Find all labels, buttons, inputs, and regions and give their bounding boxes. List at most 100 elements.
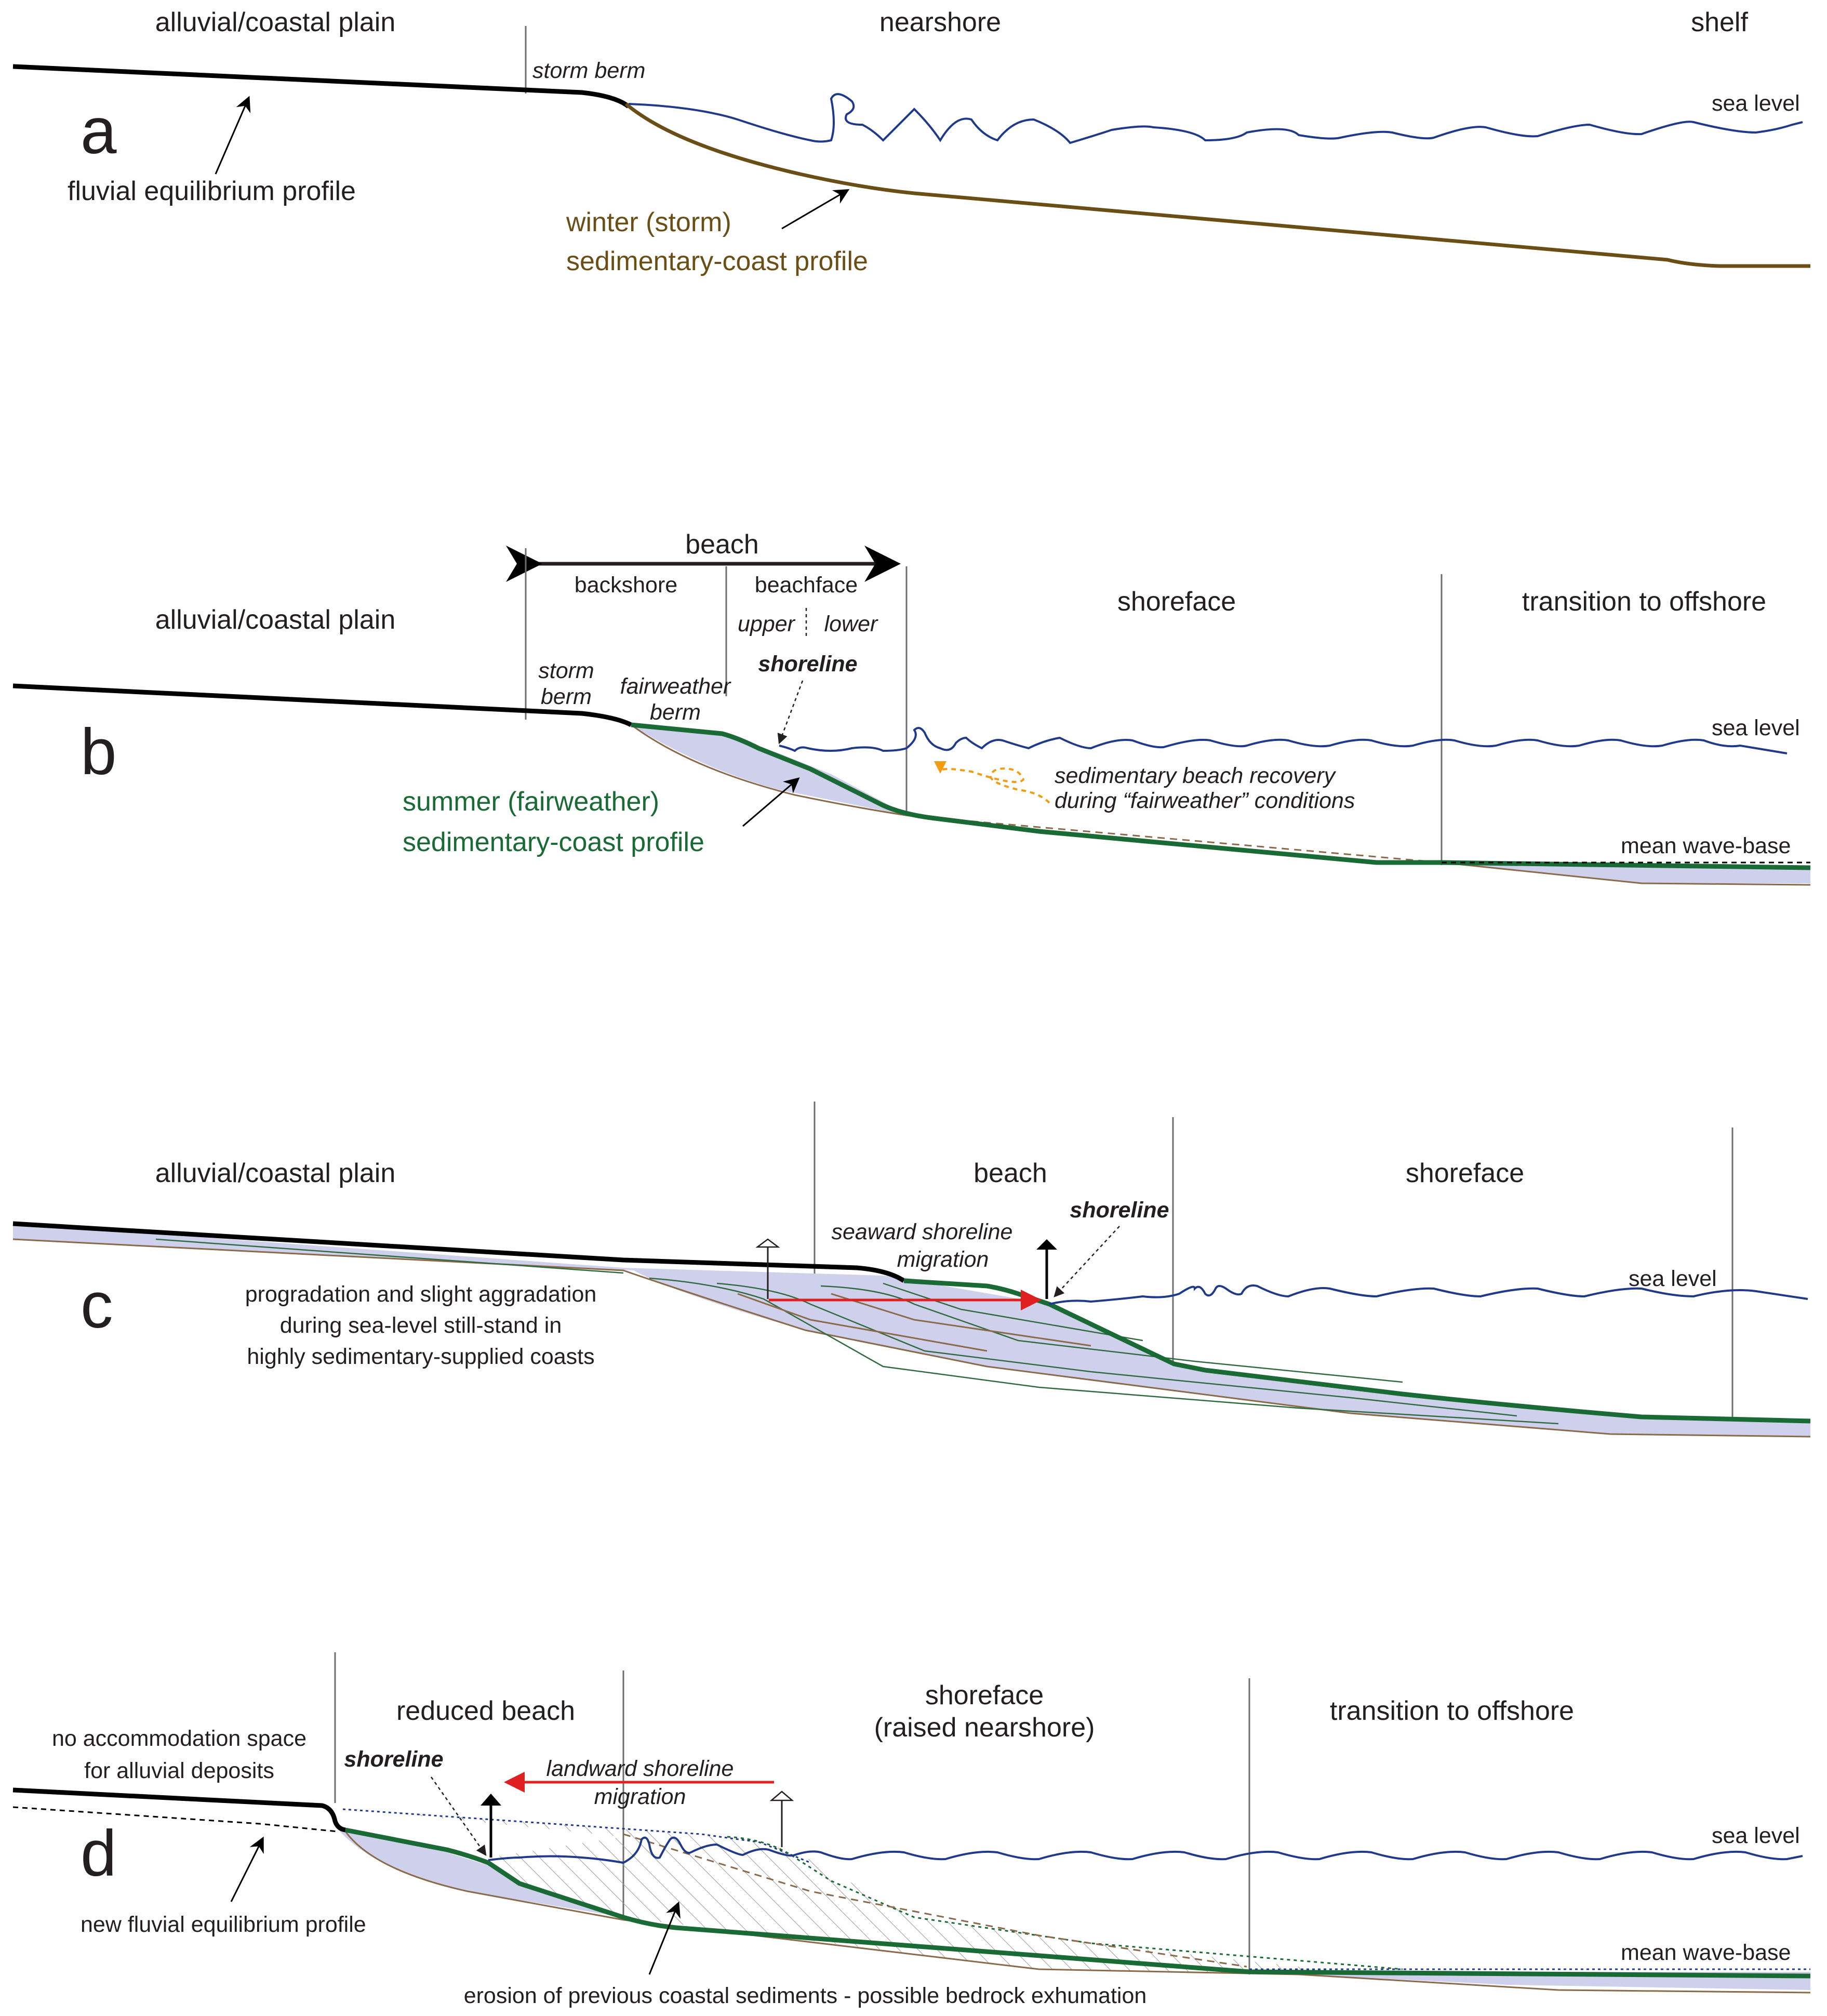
panel-letter: a: [81, 95, 117, 167]
beachface-label: beachface: [755, 573, 858, 598]
mean-wave-base-label: mean wave-base: [1621, 1940, 1791, 1965]
no-accommodation-label: for alluvial deposits: [84, 1758, 274, 1783]
migration-label: seaward shoreline: [832, 1219, 1013, 1244]
zone-label: transition to offshore: [1522, 587, 1766, 617]
fairweather-sediment-wedge: [631, 725, 909, 816]
progradation-note: highly sedimentary-supplied coasts: [247, 1344, 594, 1369]
sea-level-line: [1049, 1284, 1808, 1305]
backshore-label: backshore: [575, 573, 677, 598]
zone-label: shoreface: [1406, 1158, 1524, 1188]
mean-wave-base-label: mean wave-base: [1621, 833, 1791, 858]
remaining-sediment-wedge: [338, 1829, 623, 1917]
summer-profile-label: sedimentary-coast profile: [403, 827, 704, 857]
old-storm-profile-line: [623, 1833, 1247, 1968]
coastal-plain-line: [12, 1221, 905, 1283]
prograded-sediment-body: [13, 1224, 1810, 1437]
zone-label: transition to offshore: [1330, 1696, 1574, 1726]
panel-d: d reduced beach shoreface (raised nearsh…: [12, 1652, 1811, 2008]
panel-letter: b: [81, 716, 117, 788]
upper-label: upper: [738, 612, 796, 636]
clinoform-line: [716, 1282, 1517, 1417]
storm-profile-line: [1441, 861, 1811, 886]
fairweather-berm-label: fairweather: [620, 674, 731, 699]
zone-label: reduced beach: [396, 1696, 575, 1726]
sea-level-label: sea level: [1712, 91, 1800, 116]
coastal-plain-line: [12, 1787, 346, 1833]
zone-label: alluvial/coastal plain: [155, 605, 396, 635]
sea-level-line: [628, 93, 1803, 144]
fairweather-profile-line: [631, 722, 1811, 870]
new-fluvial-profile-arrow: [230, 1836, 264, 1902]
beach-recovery-arrow: [934, 761, 1050, 804]
zone-label: shoreface: [1117, 587, 1236, 617]
zone-label: shoreface: [925, 1680, 1044, 1710]
clinoform-line: [831, 1293, 1091, 1347]
zone-label: beach: [973, 1158, 1047, 1188]
new-fluvial-profile-line: [12, 1806, 338, 1833]
sea-level-line: [488, 1836, 1803, 1864]
old-profile-line: [344, 1831, 1811, 1994]
shoreline-leader: [1053, 1226, 1120, 1297]
new-shoreline-marker-head: [481, 1794, 501, 1806]
storm-profile-line: [624, 102, 1810, 268]
beach-recovery-label: sedimentary beach recovery: [1055, 763, 1337, 788]
panel-letter: d: [81, 1818, 117, 1890]
old-shoreline-marker-head: [755, 1238, 780, 1248]
zone-label: shelf: [1691, 7, 1748, 37]
storm-berm-label: storm: [538, 658, 594, 683]
shoreline-label: shoreline: [758, 652, 857, 677]
panel-c: c alluvial/coastal plain beach shoreface…: [12, 1102, 1811, 1438]
migration-label: migration: [897, 1247, 989, 1272]
sea-level-line: [779, 727, 1788, 754]
clinoform-line: [820, 1285, 1403, 1383]
erosion-label: erosion of previous coastal sediments - …: [464, 1983, 1147, 2008]
coastal-plain-line: [12, 683, 633, 727]
fluvial-profile-arrow: [215, 96, 251, 175]
shoreline-label: shoreline: [344, 1747, 443, 1772]
old-shoreline-marker-head: [769, 1790, 794, 1801]
panel-a: a alluvial/coastal plain nearshore shelf…: [12, 7, 1810, 276]
clinoform-line: [737, 1293, 988, 1352]
storm-profile-label: sedimentary-coast profile: [566, 246, 868, 276]
storm-profile-label: winter (storm): [566, 207, 731, 237]
fluvial-profile-line: [12, 64, 630, 109]
panel-b: b beach backshore beachface upper lower …: [12, 529, 1811, 886]
shoreline-leader: [777, 680, 804, 745]
storm-berm-label: berm: [541, 684, 592, 709]
old-profile-line: [12, 1238, 1811, 1438]
fluvial-profile-label: fluvial equilibrium profile: [68, 176, 356, 206]
summer-profile-label: summer (fairweather): [403, 787, 659, 817]
clinoform-line: [883, 1282, 1143, 1342]
eroded-sediment-area: [343, 1808, 1361, 1974]
clinoform-line: [649, 1277, 1559, 1425]
new-shoreline-marker-head: [1036, 1239, 1057, 1250]
erosion-arrow: [648, 1901, 681, 1975]
panel-letter: c: [81, 1269, 113, 1342]
sea-level-label: sea level: [1712, 715, 1800, 740]
progradation-note: progradation and slight aggradation: [245, 1282, 597, 1307]
shoreline-label: shoreline: [1070, 1198, 1169, 1223]
zone-label: (raised nearshore): [874, 1713, 1095, 1743]
migration-label: landward shoreline: [546, 1756, 734, 1781]
beach-recovery-label: during “fairweather” conditions: [1055, 788, 1355, 813]
sea-level-label: sea level: [1629, 1266, 1717, 1291]
zone-label: alluvial/coastal plain: [155, 7, 396, 37]
beach-label: beach: [685, 529, 759, 560]
fairweather-profile-line: [345, 1827, 1811, 1979]
storm-profile-arrow: [781, 189, 850, 230]
fairweather-profile-line: [903, 1278, 1811, 1424]
summer-profile-arrow: [742, 777, 800, 827]
fairweather-berm-label: berm: [650, 700, 701, 725]
sea-level-label: sea level: [1712, 1823, 1800, 1848]
storm-profile-dashed: [909, 815, 1442, 864]
lower-label: lower: [824, 612, 878, 636]
clinoform-line: [155, 1238, 624, 1274]
migration-label: migration: [594, 1784, 686, 1809]
progradation-note: during sea-level still-stand in: [280, 1313, 562, 1338]
zone-label: nearshore: [879, 7, 1001, 37]
storm-berm-label: storm berm: [532, 58, 645, 83]
no-accommodation-label: no accommodation space: [52, 1726, 306, 1751]
old-fairweather-profile-line: [727, 1836, 1403, 1970]
new-fluvial-profile-label: new fluvial equilibrium profile: [81, 1912, 366, 1937]
